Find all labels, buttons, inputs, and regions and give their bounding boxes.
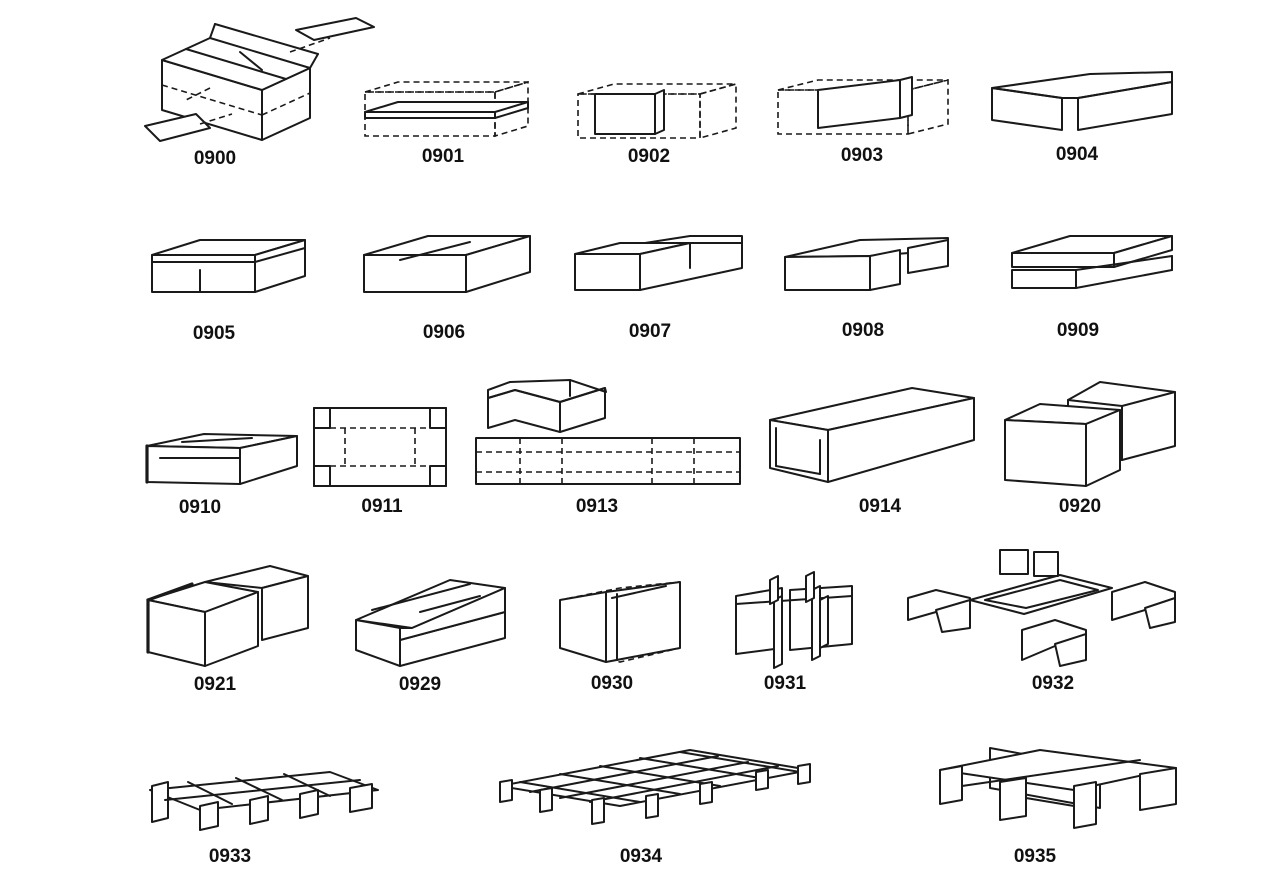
style-0920-drawing [1004,381,1176,487]
style-code-label: 0921 [194,674,237,695]
style-code-label: 0914 [859,496,902,517]
style-code-label: 0932 [1032,673,1074,694]
style-code-label: 0930 [591,673,633,694]
style-0934-drawing [499,749,811,825]
style-code-label: 0904 [1056,144,1099,165]
style-0929-drawing [355,579,506,667]
style-code-label: 0909 [1057,320,1099,341]
style-code-label: 0910 [179,497,221,518]
style-0906-drawing [363,235,531,293]
style-code-label: 0935 [1014,846,1057,867]
style-code-label: 0913 [576,496,618,517]
style-0930-drawing [559,581,681,663]
style-0905-drawing [151,239,306,293]
style-code-label: 0933 [209,846,251,867]
style-0935-drawing [939,747,1177,829]
style-code-label: 0907 [629,321,671,342]
style-0933-drawing [149,771,379,831]
style-0932-drawing [907,549,1176,667]
style-0903-drawing [777,76,949,136]
style-code-label: 0908 [842,320,884,341]
style-0911-drawing [313,407,447,487]
style-code-label: 0901 [422,146,465,167]
style-0908-drawing [784,237,949,291]
style-0913-drawing [475,379,741,485]
style-code-label: 0900 [194,148,236,169]
style-0931-drawing [735,571,853,669]
style-0907-drawing [574,235,743,291]
style-0909-drawing [1011,235,1173,289]
style-code-label: 0911 [361,496,403,517]
style-code-label: 0906 [423,322,465,343]
style-code-label: 0920 [1059,496,1101,517]
style-code-label: 0931 [764,673,807,694]
style-0900-drawing [144,17,375,142]
style-code-label: 0905 [193,323,236,344]
style-code-label: 0902 [628,146,670,167]
style-code-label: 0934 [620,846,663,867]
style-0902-drawing [577,82,737,140]
style-0910-drawing [145,433,298,485]
style-0921-drawing [146,565,309,667]
style-0904-drawing [991,71,1173,131]
style-0901-drawing [364,80,529,138]
style-code-label: 0903 [841,145,883,166]
style-code-label: 0929 [399,674,441,695]
style-0914-drawing [769,387,975,483]
